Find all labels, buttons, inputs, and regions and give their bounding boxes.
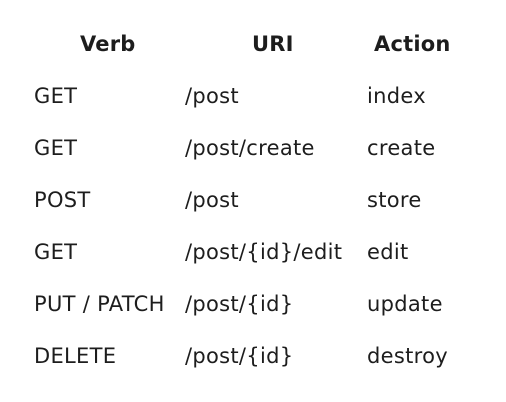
- cell-uri: /post: [185, 84, 239, 108]
- table-row: GET /post index: [0, 76, 506, 116]
- table-row: GET /post/{id}/edit edit: [0, 232, 506, 272]
- header-verb: Verb: [80, 32, 136, 56]
- cell-verb: GET: [34, 136, 78, 160]
- cell-action: index: [367, 84, 426, 108]
- cell-verb: GET: [34, 240, 78, 264]
- table-row: POST /post store: [0, 180, 506, 220]
- header-uri: URI: [252, 32, 294, 56]
- table-row: GET /post/create create: [0, 128, 506, 168]
- cell-verb: POST: [34, 188, 91, 212]
- table-row: DELETE /post/{id} destroy: [0, 336, 506, 376]
- cell-uri: /post/{id}: [185, 292, 294, 316]
- cell-verb: PUT / PATCH: [34, 292, 165, 316]
- cell-action: update: [367, 292, 443, 316]
- cell-uri: /post: [185, 188, 239, 212]
- cell-uri: /post/{id}: [185, 344, 294, 368]
- cell-verb: GET: [34, 84, 78, 108]
- cell-action: store: [367, 188, 422, 212]
- header-action: Action: [374, 32, 451, 56]
- cell-action: edit: [367, 240, 409, 264]
- cell-uri: /post/{id}/edit: [185, 240, 343, 264]
- table-row: PUT / PATCH /post/{id} update: [0, 284, 506, 324]
- cell-action: destroy: [367, 344, 448, 368]
- cell-uri: /post/create: [185, 136, 315, 160]
- cell-verb: DELETE: [34, 344, 117, 368]
- cell-action: create: [367, 136, 436, 160]
- table-header: Verb URI Action: [0, 28, 506, 60]
